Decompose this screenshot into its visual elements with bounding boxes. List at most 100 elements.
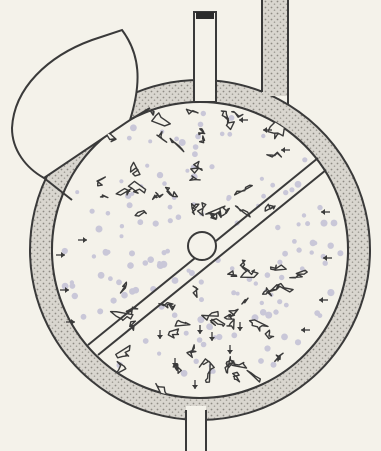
particle-dot-icon — [289, 187, 294, 192]
particle-dot-icon — [261, 194, 266, 199]
particle-dot-icon — [231, 332, 237, 338]
particle-dot-icon — [116, 279, 122, 285]
particle-dot-icon — [282, 251, 288, 257]
particle-dot-icon — [328, 243, 334, 249]
particle-dot-icon — [277, 260, 282, 265]
particle-dot-icon — [97, 308, 103, 314]
particle-dot-icon — [201, 111, 206, 116]
particle-dot-icon — [179, 139, 186, 146]
particle-dot-icon — [295, 339, 301, 345]
particle-dot-icon — [162, 250, 167, 255]
particle-dot-icon — [317, 205, 322, 210]
particle-dot-icon — [270, 183, 275, 188]
particle-dot-icon — [62, 248, 68, 254]
particle-dot-icon — [147, 256, 154, 263]
particle-dot-icon — [153, 221, 159, 227]
particle-dot-icon — [292, 239, 297, 244]
particle-dot-icon — [72, 293, 78, 299]
particle-dot-icon — [279, 275, 284, 280]
particle-dot-icon — [258, 358, 264, 364]
particle-dot-icon — [103, 249, 109, 255]
particle-dot-icon — [281, 334, 288, 341]
particle-dot-icon — [220, 132, 225, 137]
particle-dot-icon — [194, 359, 199, 364]
particle-dot-icon — [337, 250, 343, 256]
particle-dot-icon — [90, 209, 95, 214]
particle-dot-icon — [98, 272, 105, 279]
particle-dot-icon — [197, 337, 203, 343]
jacket-inlet-pipe — [262, 0, 288, 104]
particle-dot-icon — [185, 169, 189, 173]
particle-dot-icon — [184, 331, 189, 336]
particle-dot-icon — [305, 221, 310, 226]
particle-dot-icon — [331, 220, 338, 227]
particle-dot-icon — [260, 301, 264, 305]
particle-dot-icon — [106, 211, 111, 216]
particle-dot-icon — [264, 345, 270, 351]
particle-dot-icon — [198, 122, 204, 128]
particle-dot-icon — [137, 219, 143, 225]
particle-dot-icon — [201, 342, 207, 348]
particle-dot-icon — [148, 139, 152, 143]
particle-dot-icon — [231, 290, 236, 295]
particle-dot-icon — [284, 303, 289, 308]
particle-dot-icon — [92, 254, 96, 258]
particle-dot-icon — [199, 297, 204, 302]
particle-dot-icon — [121, 292, 128, 299]
particle-dot-icon — [120, 224, 124, 228]
particle-dot-icon — [297, 222, 301, 226]
particle-dot-icon — [265, 272, 271, 278]
particle-dot-icon — [227, 132, 232, 137]
particle-dot-icon — [176, 214, 182, 220]
particle-dot-icon — [127, 202, 133, 208]
particle-dot-icon — [254, 281, 258, 285]
particle-dot-icon — [129, 288, 136, 295]
particle-dot-icon — [321, 220, 328, 227]
particle-dot-icon — [229, 115, 235, 121]
particle-dot-icon — [157, 352, 161, 356]
particle-dot-icon — [226, 195, 231, 200]
particle-dot-icon — [277, 299, 282, 304]
particle-dot-icon — [187, 269, 191, 273]
particle-dot-icon — [127, 262, 134, 269]
particle-dot-icon — [145, 164, 149, 168]
particle-dot-icon — [208, 325, 213, 330]
particle-dot-icon — [160, 261, 167, 268]
central-shaft — [194, 12, 216, 102]
particle-dot-icon — [111, 298, 117, 304]
particle-dot-icon — [323, 261, 328, 266]
particle-dot-icon — [143, 260, 149, 266]
particle-dot-icon — [283, 190, 288, 195]
particle-dot-icon — [199, 279, 204, 284]
particle-dot-icon — [168, 218, 173, 223]
particle-dot-icon — [302, 157, 307, 162]
particle-dot-icon — [81, 314, 87, 320]
particle-dot-icon — [143, 338, 149, 344]
particle-dot-icon — [310, 250, 314, 254]
particle-dot-icon — [174, 137, 179, 142]
particle-dot-icon — [236, 292, 240, 296]
particle-dot-icon — [313, 241, 317, 245]
particle-dot-icon — [129, 250, 135, 256]
particle-dot-icon — [216, 334, 222, 340]
particle-dot-icon — [172, 277, 179, 284]
particle-dot-icon — [327, 289, 334, 296]
particle-dot-icon — [302, 213, 306, 217]
particle-dot-icon — [296, 247, 301, 252]
rotor-hub — [188, 232, 216, 260]
particle-dot-icon — [295, 181, 302, 188]
particle-dot-icon — [275, 225, 280, 230]
particle-dot-icon — [119, 179, 123, 183]
particle-dot-icon — [261, 134, 265, 138]
particle-dot-icon — [70, 280, 74, 284]
particle-dot-icon — [75, 190, 79, 194]
particle-dot-icon — [120, 234, 124, 238]
particle-dot-icon — [127, 136, 132, 141]
particle-dot-icon — [193, 144, 199, 150]
particle-dot-icon — [209, 164, 214, 169]
particle-dot-icon — [230, 266, 235, 271]
particle-dot-icon — [273, 309, 278, 314]
particle-dot-icon — [130, 124, 137, 131]
